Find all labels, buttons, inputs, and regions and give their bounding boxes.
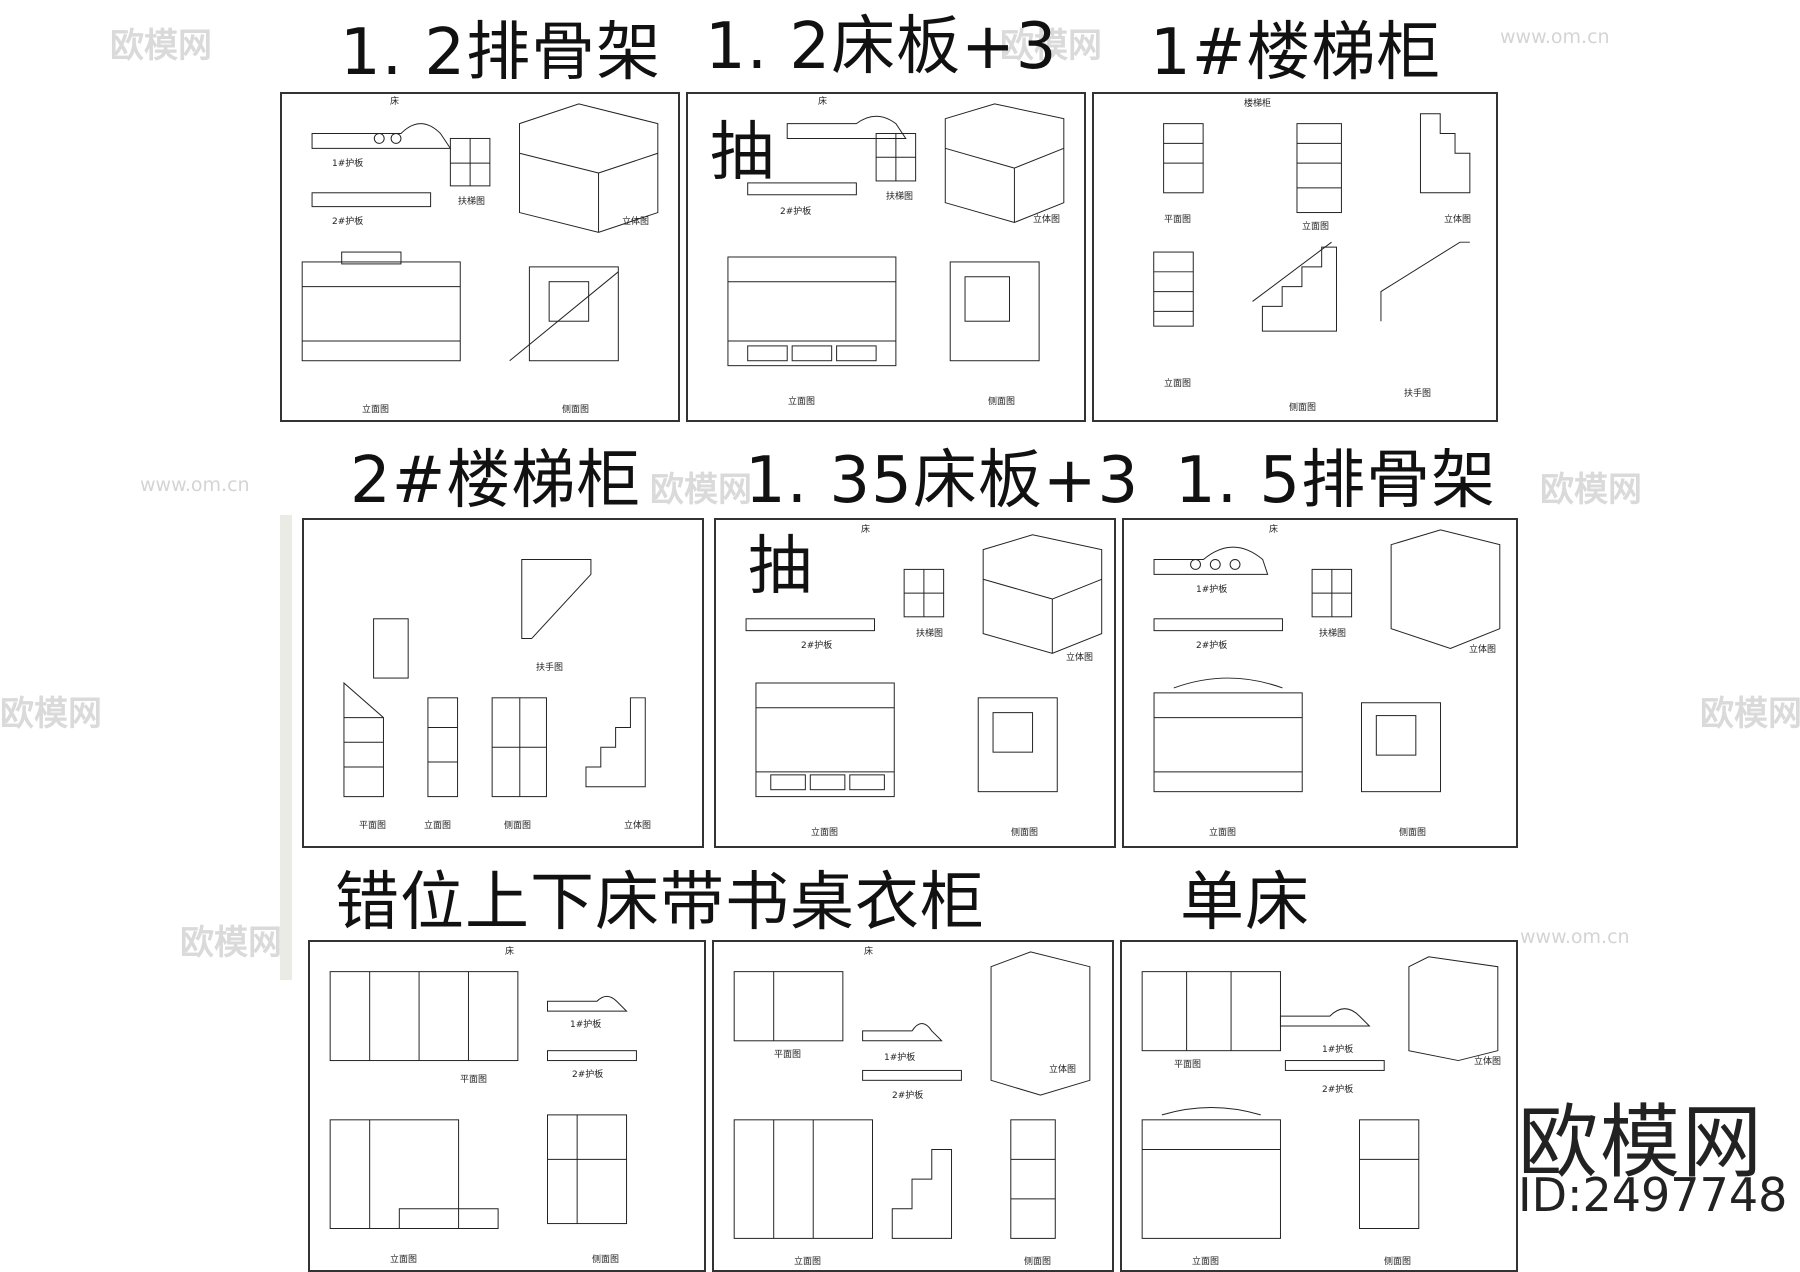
title-row2-c: 1. 5排骨架	[1175, 444, 1497, 518]
axon-label: 立体图	[1474, 1057, 1502, 1067]
axon-label: 立体图	[1444, 215, 1472, 225]
rail2-label: 2#护板	[892, 1091, 924, 1101]
ladder-label: 扶梯图	[886, 192, 914, 202]
rail1-label: 1#护板	[570, 1020, 602, 1030]
watermark-text: 欧模网	[1000, 26, 1102, 66]
drawing-stair-2	[343, 559, 646, 798]
side-label: 侧面图	[1011, 828, 1039, 838]
drawing-bed-135-drawer	[745, 534, 1103, 798]
front-label: 立面图	[788, 397, 816, 407]
ladder-label: 扶梯图	[916, 629, 944, 639]
title-row2-a: 2#楼梯柜	[350, 444, 642, 518]
drawing-stair-1	[1153, 113, 1471, 332]
drawing-staggered-bunk	[329, 971, 637, 1229]
sheet-135-drawer: 床 2#护板 扶梯图 立体图 立面图 侧面图	[714, 518, 1116, 848]
plan-label: 平面图	[774, 1050, 802, 1060]
sheet-staggered-bunk: 床 平面图 1#护板 2#护板 立面图 侧面图	[308, 940, 706, 1272]
axon-label: 立体图	[622, 217, 650, 227]
plan-label: 平面图	[460, 1075, 488, 1085]
title-row1-a: 1. 2排骨架	[340, 16, 662, 90]
side-label: 侧面图	[1289, 403, 1317, 413]
axon-label: 立体图	[1469, 645, 1497, 655]
side-label: 侧面图	[1384, 1257, 1412, 1267]
rail1-label: 1#护板	[884, 1053, 916, 1063]
watermark-text: 欧模网	[650, 470, 752, 510]
title-row1-b-cont: 抽	[710, 116, 775, 190]
rail2-label: 2#护板	[332, 217, 364, 227]
watermark-text: 欧模网	[110, 26, 212, 66]
plan-label: 平面图	[1164, 215, 1192, 225]
rail2-label: 2#护板	[1322, 1085, 1354, 1095]
title-row2-b-cont: 抽	[748, 530, 813, 604]
sheet-15: 床 1#护板 2#护板 扶梯图 立体图 立面图 侧面图	[1122, 518, 1518, 848]
footer-brand: 欧模网	[1518, 1096, 1764, 1189]
sheet-stair-1: 楼梯柜 平面图 立面图 立体图 立面图 侧面图 扶手图	[1092, 92, 1498, 422]
title-row1-b: 1. 2床板+3	[705, 10, 1058, 84]
watermark-url: www.om.cn	[140, 474, 250, 496]
front-label: 立面图	[362, 405, 390, 415]
sheet-single-bed: 平面图 1#护板 2#护板 立体图 立面图 侧面图	[1120, 940, 1518, 1272]
axon-label: 立体图	[624, 821, 652, 831]
drawing-single-bed	[1141, 956, 1499, 1239]
watermark-url: www.om.cn	[1500, 26, 1610, 48]
side-label: 侧面图	[592, 1255, 620, 1265]
drawing-bunk-desk	[733, 951, 1091, 1239]
sheet-12-drawer: 床 2#护板 扶梯图 立体图 立面图 侧面图	[686, 92, 1086, 422]
rail2-label: 2#护板	[801, 641, 833, 651]
watermark-text: 欧模网	[1540, 470, 1642, 510]
rail2-label: 2#护板	[1196, 641, 1228, 651]
front-label: 立面图	[424, 821, 452, 831]
sheet-bed-label: 床	[861, 525, 871, 535]
watermark-text: 欧模网	[1700, 694, 1800, 734]
watermark-text: 欧模网	[0, 694, 102, 734]
stair-cabinet-label: 楼梯柜	[1244, 99, 1272, 109]
rail2-label: 2#护板	[572, 1070, 604, 1080]
sheet-bed-label: 床	[390, 97, 400, 107]
handrail-label: 扶手图	[536, 663, 564, 673]
watermark-text: 欧模网	[180, 923, 282, 963]
drawing-bed-12-drawer	[727, 103, 1065, 367]
sheet-bed-label: 床	[505, 947, 515, 957]
ladder-label: 扶梯图	[1319, 629, 1347, 639]
sheet-bed-label: 床	[864, 947, 874, 957]
handrail-label: 扶手图	[1404, 389, 1432, 399]
rail1-label: 1#护板	[332, 159, 364, 169]
drawing-bed-15	[1153, 529, 1501, 793]
drawing-bed-12	[301, 103, 659, 362]
side-label: 侧面图	[1024, 1257, 1052, 1267]
title-row2-b: 1. 35床板+3	[745, 444, 1140, 518]
side-label: 侧面图	[562, 405, 590, 415]
rail2-label: 2#护板	[780, 207, 812, 217]
rail1-label: 1#护板	[1322, 1045, 1354, 1055]
ladder-label: 扶梯图	[458, 197, 486, 207]
title-row1-c: 1#楼梯柜	[1150, 16, 1442, 90]
front-label: 立面图	[1164, 379, 1192, 389]
front-label: 立面图	[794, 1257, 822, 1267]
side-label: 侧面图	[988, 397, 1016, 407]
rail1-label: 1#护板	[1196, 585, 1228, 595]
front-label: 立面图	[1209, 828, 1237, 838]
title-row3-a: 错位上下床带书桌衣柜	[335, 866, 985, 940]
sheet-bed-label: 床	[818, 97, 828, 107]
side-label: 侧面图	[504, 821, 532, 831]
title-row3-b: 单床	[1180, 866, 1310, 940]
axon-label: 立体图	[1066, 653, 1094, 663]
side-strip	[280, 515, 292, 980]
front-label: 立面图	[390, 1255, 418, 1265]
front-label: 立面图	[1302, 222, 1330, 232]
sheet-stair-2: 扶手图 平面图 立面图 侧面图 立体图	[302, 518, 704, 848]
sheet-bed-label: 床	[1269, 525, 1279, 535]
front-label: 立面图	[1192, 1257, 1220, 1267]
sheet-12-frame: 床 1#护板 2#护板 扶梯图 立体图 立面图 侧面图	[280, 92, 680, 422]
sheet-bunk-desk: 床 平面图 1#护板 2#护板 立体图 立面图 侧面图	[712, 940, 1114, 1272]
axon-label: 立体图	[1033, 215, 1061, 225]
footer-id: ID:2497748	[1518, 1168, 1788, 1222]
watermark-url: www.om.cn	[1520, 926, 1630, 948]
front-label: 立面图	[811, 828, 839, 838]
plan-label: 平面图	[359, 821, 387, 831]
axon-label: 立体图	[1049, 1065, 1077, 1075]
side-label: 侧面图	[1399, 828, 1427, 838]
plan-label: 平面图	[1174, 1060, 1202, 1070]
